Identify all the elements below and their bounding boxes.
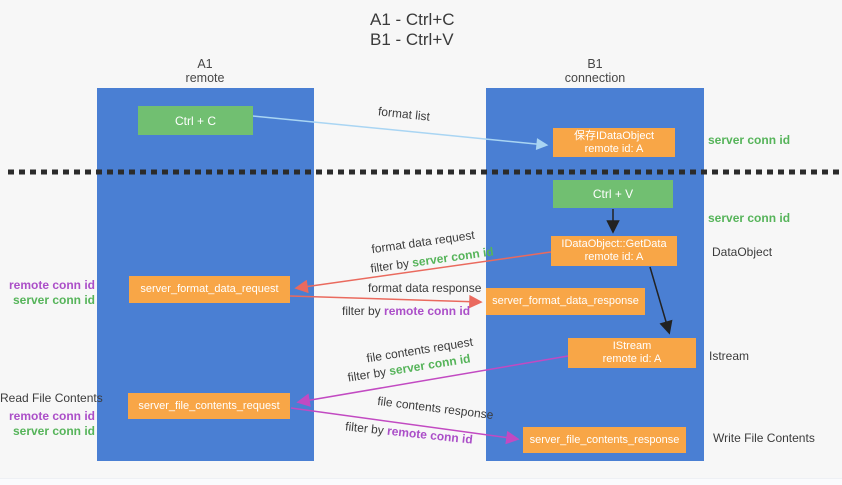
file-contents-response-arrow [290,407,520,445]
side-label-conn-ids-lower: remote conn id server conn id [0,409,95,439]
node-getdata-line2: remote id: A [584,251,644,263]
node-server-file-contents-response: server_file_contents_response [523,427,686,453]
diagram-title: A1 - Ctrl+C B1 - Ctrl+V [370,10,455,50]
node-save-dataobject-line1: 保存IDataObject [573,129,655,142]
side-label-conn-ids-upper: remote conn id server conn id [0,278,95,308]
node-getdata-line1: IDataObject::GetData [561,238,667,250]
diagram-title-line1: A1 - Ctrl+C [370,10,455,29]
side-label-write-file-contents: Write File Contents [713,431,815,445]
format-list-arrow [252,115,549,151]
node-server-file-contents-request: server_file_contents_request [128,393,290,419]
side-label-server-conn-id-2: server conn id [12,424,95,438]
side-label-istream: Istream [709,349,750,363]
format-data-request-arrow [294,251,552,294]
node-ctrl-c: Ctrl + C [138,106,253,135]
node-idataobject-getdata: IDataObject::GetData remote id: A [551,236,677,266]
node-save-dataobject-line2: remote id: A [584,142,644,155]
side-label-dataobject: DataObject [712,245,773,259]
node-save-dataobject: 保存IDataObject remote id: A [553,128,675,157]
node-ctrl-c-label: Ctrl + C [174,113,216,128]
lifeline-a1-name: A1 [197,57,213,71]
lifeline-header-b1: B1 connection [545,57,645,85]
side-label-read-file-contents: Read File Contents [0,391,103,405]
node-file-request-label: server_file_contents_request [138,399,280,412]
node-istream: IStream remote id: A [568,338,696,368]
node-file-response-label: server_file_contents_response [529,433,680,446]
node-server-format-data-response: server_format_data_response [486,288,645,315]
node-istream-line1: IStream [612,340,652,352]
side-label-server-conn-id-1: server conn id [12,293,95,307]
canvas-bottom-edge [0,478,842,485]
node-ctrl-v-label: Ctrl + V [592,187,634,201]
side-label-remote-conn-id-2: remote conn id [8,409,95,423]
remote-conn-id-text: remote conn id [384,304,471,318]
node-istream-line2: remote id: A [602,353,662,365]
lifeline-a1-role: remote [185,71,225,85]
lifeline-b1-name: B1 [587,57,603,71]
label-format-data-response: format data response [368,281,482,295]
diagram-title-line2: B1 - Ctrl+V [370,30,454,49]
label-filter-by-remote-conn-id-1: filter by remote conn id [342,304,470,318]
side-label-remote-conn-id-1: remote conn id [8,278,95,292]
node-ctrl-v: Ctrl + V [553,180,673,208]
side-label-server-conn-id-top: server conn id [708,133,791,147]
node-server-format-data-request: server_format_data_request [129,276,290,303]
side-label-server-conn-id-mid: server conn id [708,211,791,225]
getdata-to-istream-arrow [649,266,673,335]
filter-by-text: filter by [342,304,381,318]
node-format-response-label: server_format_data_response [492,295,639,307]
lifeline-header-a1: A1 remote [155,57,255,85]
file-contents-request-arrow [296,355,569,407]
node-format-request-label: server_format_data_request [140,283,279,295]
lifeline-b1-role: connection [564,71,626,85]
format-data-response-arrow [289,294,483,309]
